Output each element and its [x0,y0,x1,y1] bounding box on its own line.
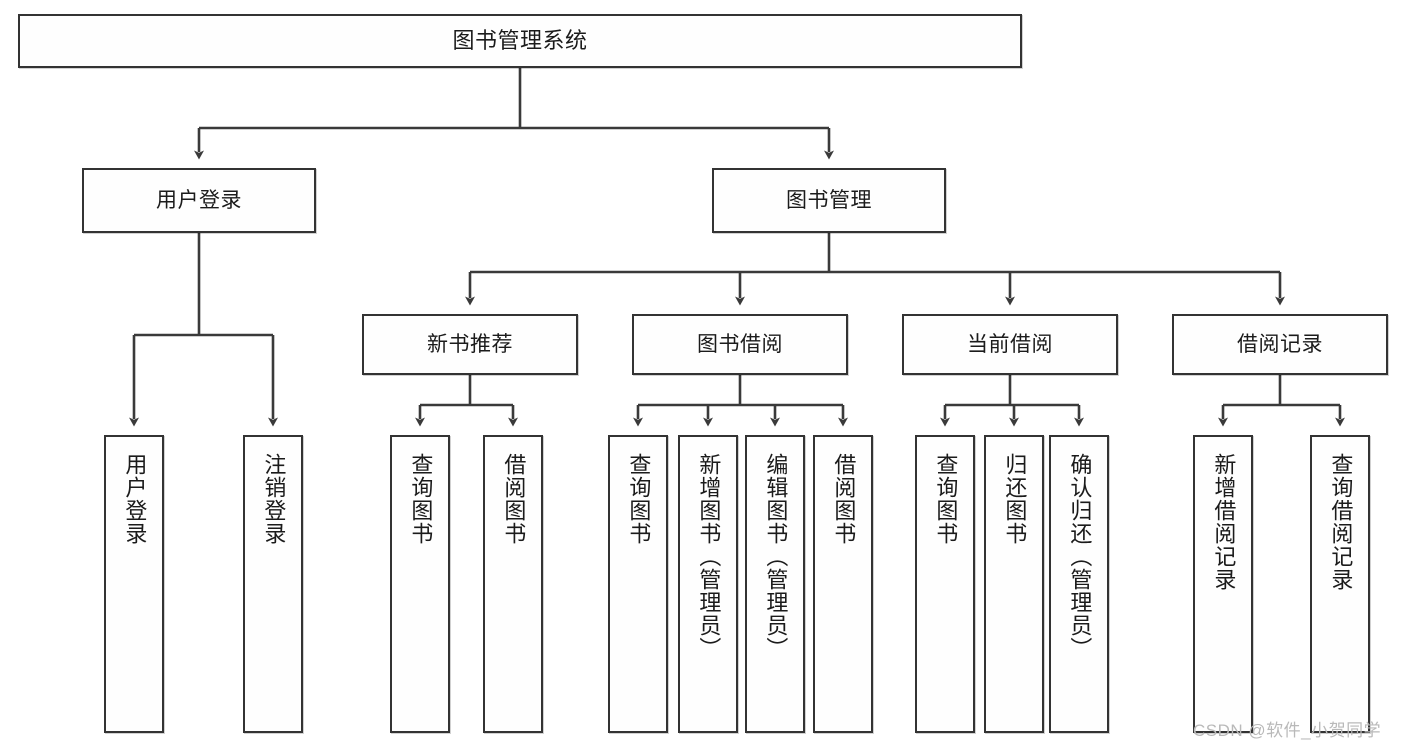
node-label: 图书管理系统 [452,27,588,53]
node-book-borrow[interactable]: 图书借阅 [632,314,848,375]
node-leaf-edit-book[interactable]: 编辑图书（管理员） [745,435,805,733]
node-label: 图书管理 [786,188,872,212]
node-leaf-query-book-1[interactable]: 查询图书 [390,435,450,733]
node-leaf-borrow-book-1[interactable]: 借阅图书 [483,435,543,733]
node-new-book-recommend[interactable]: 新书推荐 [362,314,578,375]
watermark: CSDN @软件_小贺同学 [1193,721,1382,740]
node-label: 用户登录 [156,188,242,212]
node-label: 借阅图书 [831,453,857,545]
node-leaf-add-book[interactable]: 新增图书（管理员） [678,435,738,733]
node-label: 借阅记录 [1237,332,1323,356]
node-label: 编辑图书（管理员） [763,453,789,660]
node-borrow-record[interactable]: 借阅记录 [1172,314,1388,375]
node-label: 借阅图书 [501,453,527,545]
node-leaf-user-login[interactable]: 用户登录 [104,435,164,733]
node-leaf-query-book-2[interactable]: 查询图书 [608,435,668,733]
node-leaf-confirm-return[interactable]: 确认归还（管理员） [1049,435,1109,733]
node-label: 查询图书 [933,453,959,545]
node-leaf-add-record[interactable]: 新增借阅记录 [1193,435,1253,733]
node-book-manage[interactable]: 图书管理 [712,168,946,233]
node-leaf-user-logout[interactable]: 注销登录 [243,435,303,733]
node-label: 归还图书 [1002,453,1028,545]
node-leaf-query-record[interactable]: 查询借阅记录 [1310,435,1370,733]
node-leaf-borrow-book-2[interactable]: 借阅图书 [813,435,873,733]
node-current-borrow[interactable]: 当前借阅 [902,314,1118,375]
node-label: 新书推荐 [427,332,513,356]
node-label: 查询借阅记录 [1328,453,1354,591]
node-user-login[interactable]: 用户登录 [82,168,316,233]
node-label: 查询图书 [626,453,652,545]
node-root-system[interactable]: 图书管理系统 [18,14,1022,68]
node-label: 新增借阅记录 [1211,453,1237,591]
node-label: 注销登录 [261,453,287,545]
node-label: 当前借阅 [967,332,1053,356]
node-label: 用户登录 [122,453,148,545]
node-label: 查询图书 [408,453,434,545]
node-label: 新增图书（管理员） [696,453,722,660]
node-leaf-query-book-3[interactable]: 查询图书 [915,435,975,733]
node-label: 确认归还（管理员） [1067,453,1093,660]
node-label: 图书借阅 [697,332,783,356]
node-leaf-return-book[interactable]: 归还图书 [984,435,1044,733]
